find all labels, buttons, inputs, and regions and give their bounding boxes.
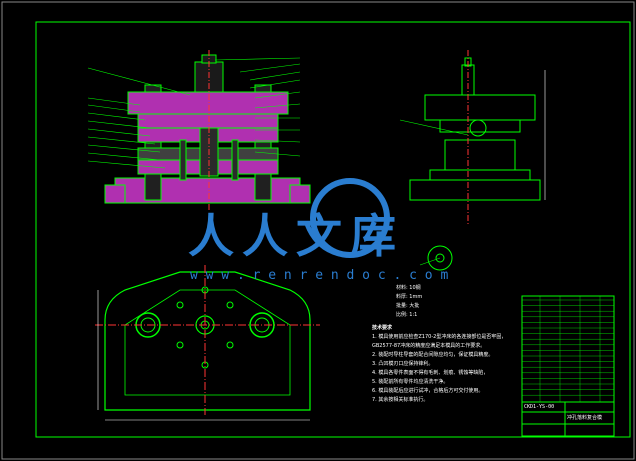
plan-view [95,265,320,421]
specs-block: 材料: 10钢 料厚: 1mm 批量: 大批 比例: 1:1 [396,284,422,320]
screw-hole-3 [176,341,184,349]
punch-right [231,139,239,181]
notes-line: 6. 模具装配后应进行试冲，合格后方可交付使用。 [372,388,484,394]
inner-frame [35,21,631,438]
side-leader [399,119,469,136]
part-sketch [419,245,453,271]
notes-line: GB2577-87冲床的精度应满足本模具的工作要求。 [372,343,486,349]
notes-title: 技术要求 [372,325,393,331]
screw-hole-2 [226,301,234,309]
side-upper-plate-2 [439,119,521,133]
plan-outline [104,271,311,411]
side-upper-plate [424,94,536,121]
technical-notes: 技术要求 1. 模具使用前应检查Z170-2型冲床的各连接部位是否牢固， GB2… [372,324,520,405]
part-inner-circle [435,253,445,263]
spec-line-3: 批量: 大批 [396,303,420,309]
notes-line: 1. 模具使用前应检查Z170-2型冲床的各连接部位是否牢固， [372,334,507,340]
side-die-block [444,139,516,171]
notes-line: 4. 模具各零件表面不得有毛刺、划痕、锈蚀等缺陷， [372,370,489,376]
title-block-drawing-no: CKD1-YS-00 [524,404,555,410]
upper-die-base [127,91,289,115]
notes-line: 5. 装配前所有零件均应清洗干净。 [372,379,449,385]
notes-line: 7. 其余按相关标准执行。 [372,397,429,403]
side-view [399,50,546,225]
watermark-url: w w w . r e n r e n d o c . c o m [190,268,449,283]
part-leader [419,257,441,266]
leaders-right [214,57,301,157]
watermark-logo-ring [310,178,390,258]
punch-holder [137,113,279,129]
side-detail-circle [469,119,487,137]
notes-line: 2. 装配时导柱导套的配合间隙应均匀，保证模具精度。 [372,352,494,358]
leaders-left [87,67,191,169]
spec-line-2: 料厚: 1mm [396,294,423,300]
screw-hole-1 [176,301,184,309]
screw-hole-4 [226,341,234,349]
side-base [409,179,541,201]
punch-left [179,139,187,181]
title-block-name: 冲孔落料复合模 [567,415,603,421]
side-lower-plate [429,169,531,181]
lower-die-base-left-foot [104,184,126,204]
lower-die-base-right-foot [289,184,311,204]
plan-inner-outline [124,289,291,396]
notes-line: 3. 凸凹模刃口应保持锋利。 [372,361,434,367]
part-outer-circle [427,245,453,271]
spec-line-1: 材料: 10钢 [396,285,421,291]
title-block [521,295,615,437]
spec-line-4: 比例: 1:1 [396,312,418,318]
main-section-view [87,50,311,210]
